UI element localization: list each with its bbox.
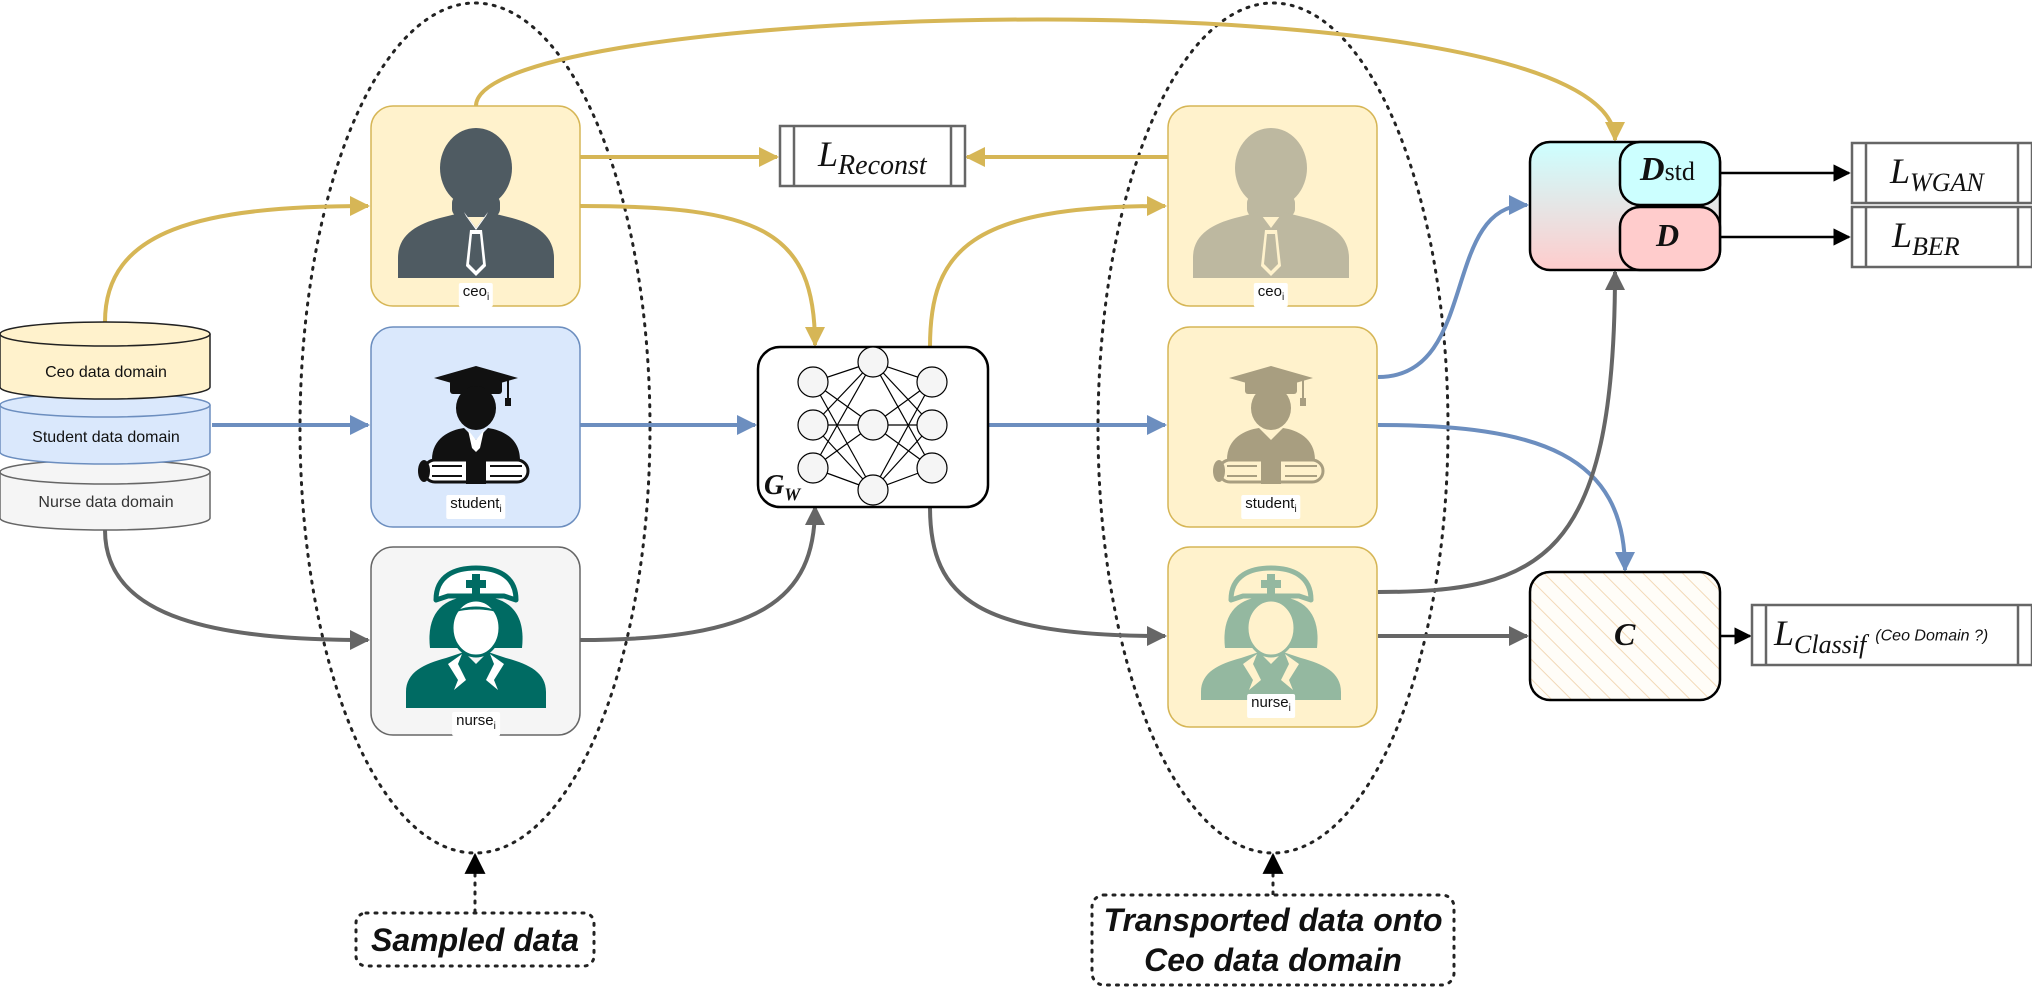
ceo-sample-label: ceoi	[458, 283, 494, 307]
arrow-nurse-to-samples	[103, 529, 370, 650]
nurse-sample-label: nursei	[452, 712, 500, 736]
ber-loss-box	[1850, 205, 2032, 269]
arrow-student-to-discriminator	[1377, 195, 1529, 379]
arrow-generator-to-transported-ceo	[928, 196, 1167, 348]
transported-annotation-box	[1090, 893, 1456, 987]
neural-network-icon	[797, 346, 948, 506]
ceo-faded-icon	[1193, 128, 1349, 278]
classif-loss-label: LClassif (Ceo Domain ?)	[1774, 613, 1989, 660]
transported-annotation-line2: Ceo data domain	[1144, 942, 1402, 978]
student-sample-label: studenti	[446, 495, 506, 519]
nurse-domain-label: Nurse data domain	[38, 494, 174, 511]
nurse-faded-icon	[1201, 565, 1341, 700]
arrow-ceo-to-generator	[579, 204, 825, 347]
transported-student-label: studenti	[1241, 495, 1301, 519]
classif-loss-box	[1750, 603, 2032, 667]
sampled-ellipse	[298, 1, 652, 855]
transported-ceo-label: ceoi	[1253, 283, 1289, 307]
sampled-annotation-box	[354, 911, 596, 968]
nurse-icon	[406, 565, 546, 708]
ceo-icon	[398, 128, 554, 278]
reconst-loss-box	[778, 124, 967, 188]
dstd-label: Dstd	[1640, 151, 1695, 188]
generator-label: GW	[764, 470, 801, 505]
reconst-loss-label: LReconst	[818, 134, 927, 182]
arrow-student-to-classifier	[1377, 423, 1635, 572]
student-domain-label: Student data domain	[32, 429, 180, 446]
graduate-faded-icon	[1213, 366, 1325, 484]
d-label: D	[1656, 217, 1680, 253]
arrow-ceo-to-samples	[103, 196, 370, 323]
sampled-annotation: Sampled data	[370, 922, 580, 958]
arrow-nurse-to-discriminator	[1377, 270, 1625, 594]
classifier-box	[1528, 570, 1722, 702]
arrow-ceo-to-discriminator	[474, 17, 1625, 142]
wgan-loss-label: LWGAN	[1890, 151, 1984, 198]
transported-annotation-line1: Transported data onto	[1103, 902, 1443, 938]
ceo-domain-label: Ceo data domain	[45, 364, 167, 381]
graduate-icon	[418, 366, 530, 484]
d-box	[1618, 205, 1722, 272]
arrow-nurse-to-generator	[579, 505, 825, 642]
ber-loss-label: LBER	[1892, 215, 1960, 262]
arrow-generator-to-transported-nurse	[928, 506, 1167, 646]
classifier-label: C	[1614, 616, 1636, 652]
database-cylinders	[0, 321, 211, 531]
dstd-box	[1618, 140, 1722, 207]
transported-nurse-label: nursei	[1247, 694, 1295, 718]
wgan-loss-box	[1850, 141, 2032, 205]
